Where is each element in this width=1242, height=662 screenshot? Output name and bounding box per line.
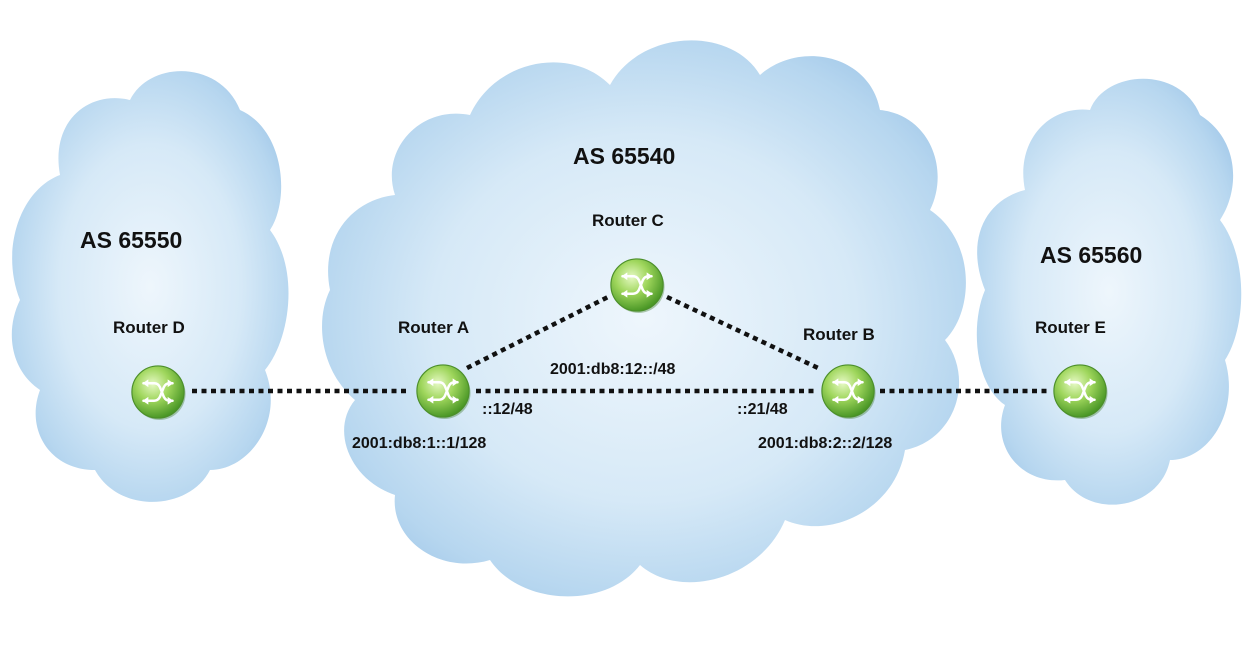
router-b-loopback-address: 2001:db8:2::2/128	[758, 435, 892, 452]
router-e-label: Router E	[1035, 318, 1106, 337]
as-65560-label: AS 65560	[1040, 242, 1142, 268]
router-a-link-address: ::12/48	[482, 401, 533, 418]
router-a-label: Router A	[398, 318, 469, 337]
router-a-loopback-address: 2001:db8:1::1/128	[352, 435, 486, 452]
ab-subnet-label: 2001:db8:12::/48	[550, 361, 675, 378]
router-c-label: Router C	[592, 211, 664, 230]
cloud-as-65560	[976, 78, 1242, 505]
router-b-label: Router B	[803, 325, 875, 344]
router-d-label: Router D	[113, 318, 185, 337]
as-65540-label: AS 65540	[573, 143, 675, 169]
router-b-link-address: ::21/48	[737, 401, 788, 418]
link-a-c	[465, 294, 610, 371]
as-65550-label: AS 65550	[80, 227, 182, 253]
cloud-as-65550	[11, 71, 289, 502]
links	[192, 294, 1050, 394]
cloud-as-65540	[322, 40, 966, 597]
